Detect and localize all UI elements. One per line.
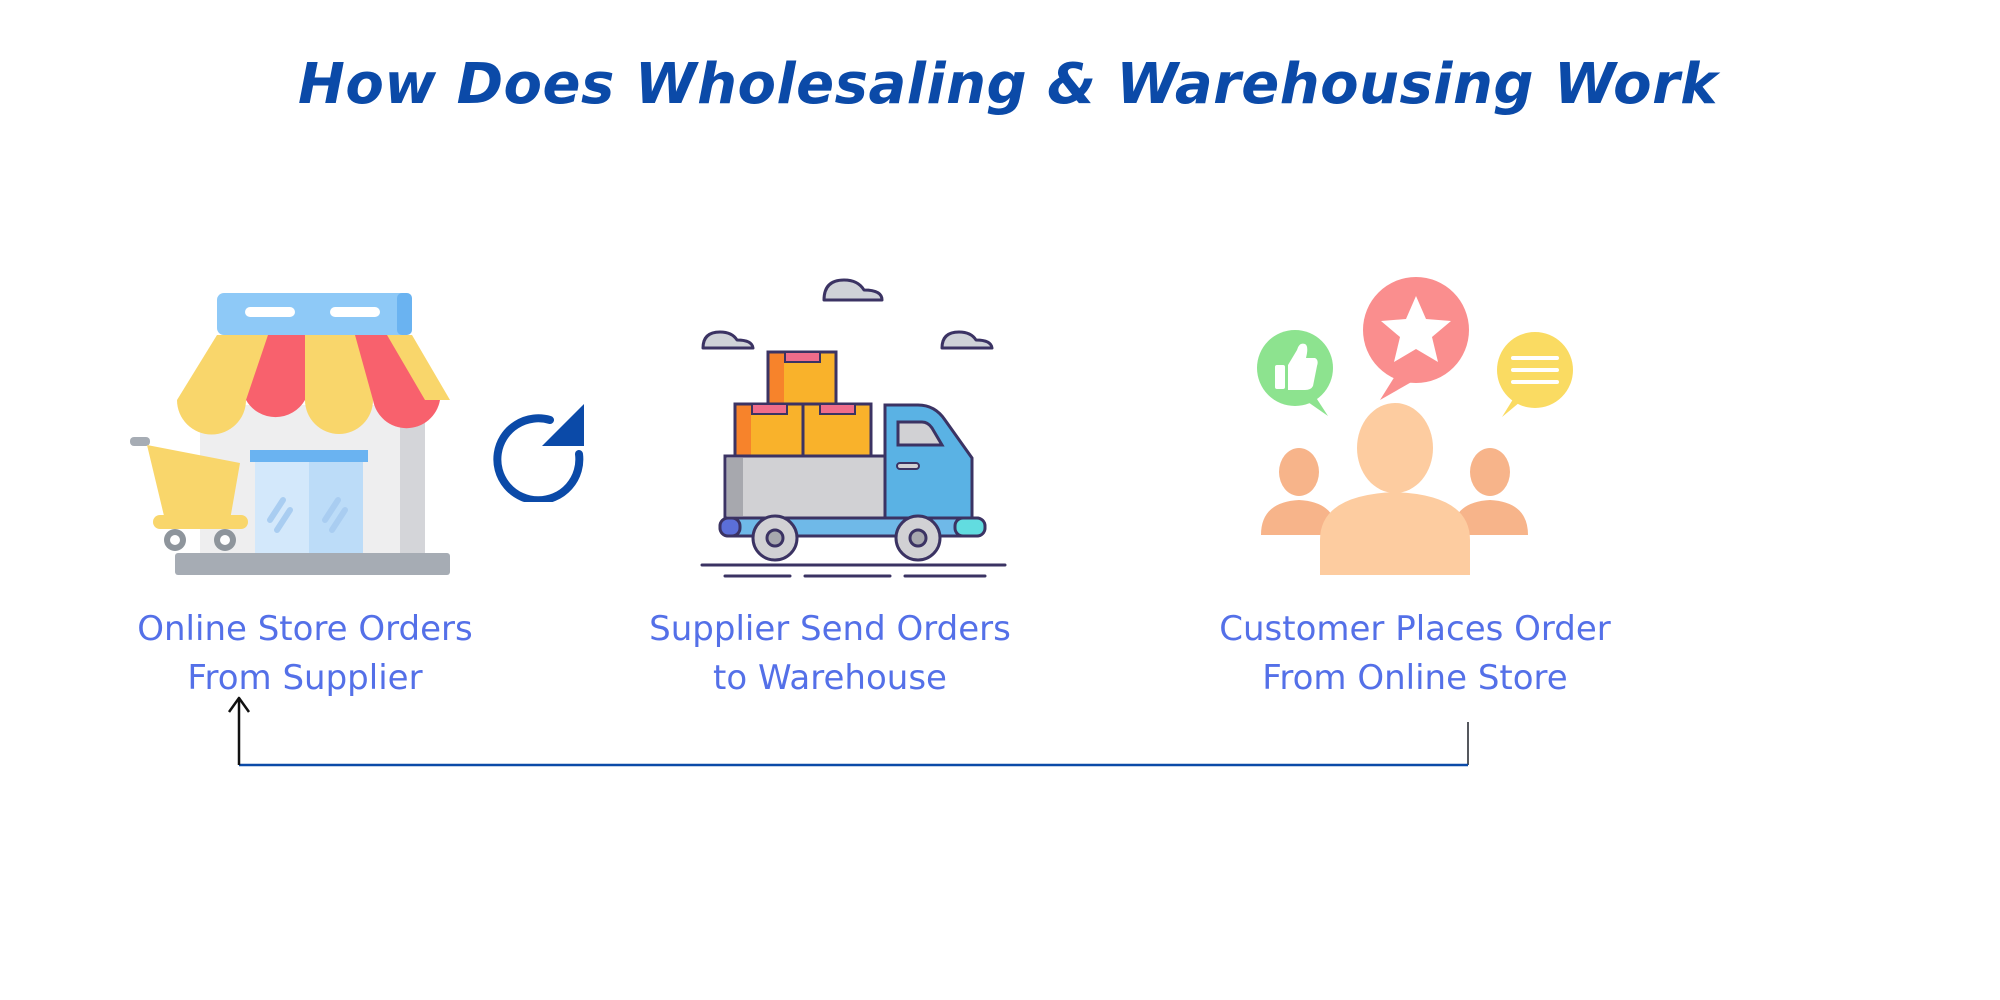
arrow-up-icon (227, 696, 251, 713)
step-1-line-2: From Supplier (187, 658, 423, 698)
step-3-line-2: From Online Store (1262, 658, 1568, 698)
storefront-cart-icon (130, 293, 450, 575)
delivery-truck-icon (700, 278, 1007, 578)
diagram-title: How Does Wholesaling & Warehousing Work (298, 52, 1718, 117)
step-1-line-1: Online Store Orders (137, 609, 473, 649)
step-label-online-store-orders: Online Store Orders From Supplier (95, 605, 515, 703)
step-2-line-2: to Warehouse (713, 658, 947, 698)
refresh-icon (493, 404, 584, 502)
step-label-customer-places-order: Customer Places Order From Online Store (1190, 605, 1640, 703)
step-label-supplier-send-orders: Supplier Send Orders to Warehouse (610, 605, 1050, 703)
customer-feedback-icon (1257, 277, 1573, 575)
step-2-line-1: Supplier Send Orders (649, 609, 1011, 649)
step-3-line-1: Customer Places Order (1219, 609, 1611, 649)
